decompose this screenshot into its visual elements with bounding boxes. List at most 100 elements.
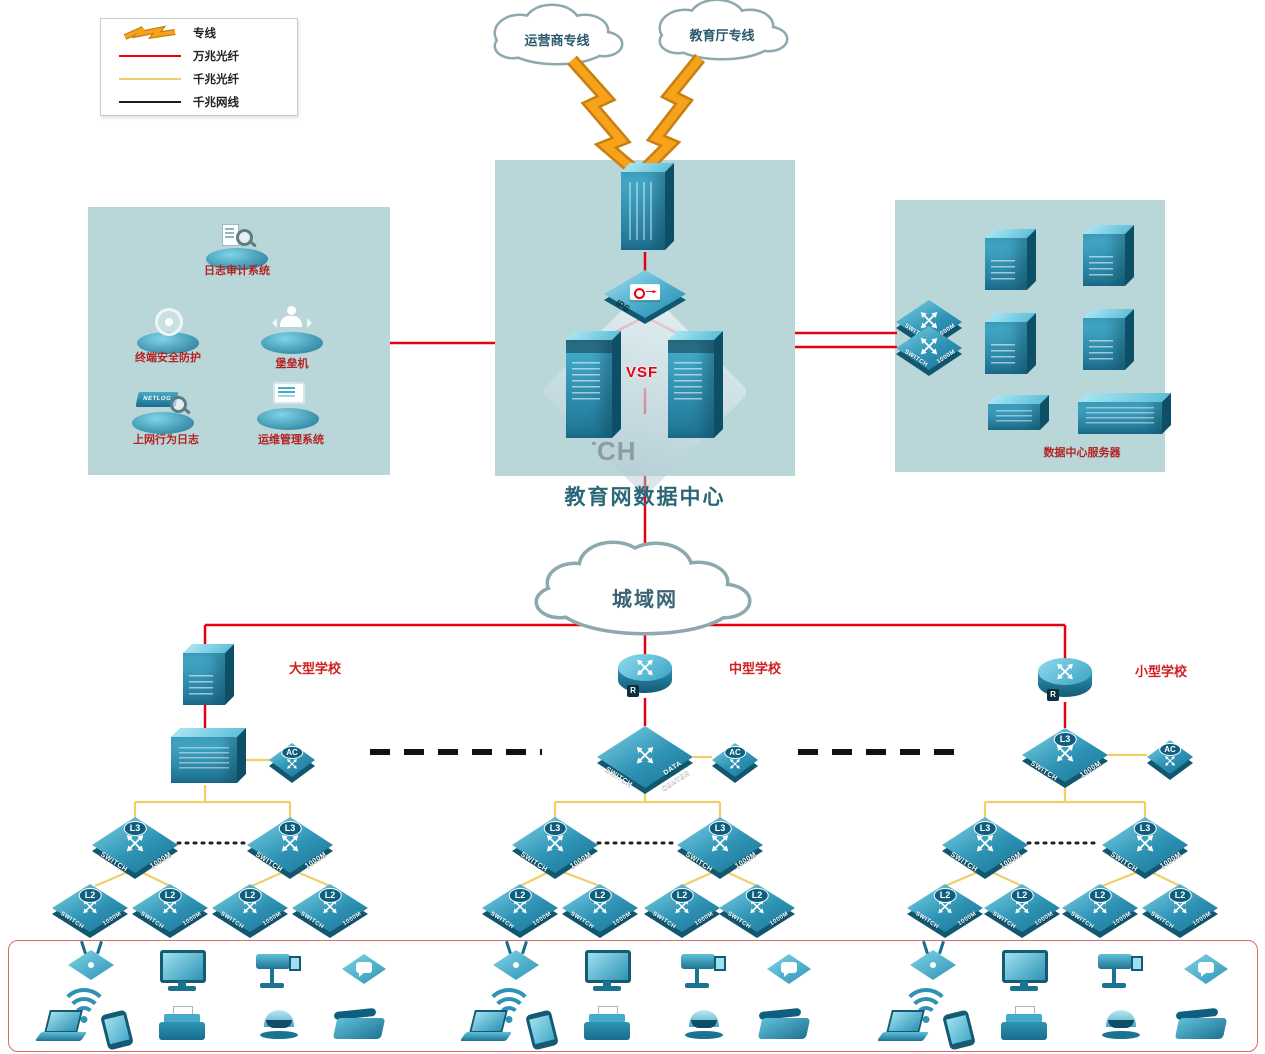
dome-camera-icon	[260, 1008, 298, 1042]
messaging-device-icon	[342, 954, 386, 984]
switch-badge: L2	[588, 888, 612, 903]
smartphone-icon	[100, 1009, 134, 1050]
dome-camera-icon	[685, 1008, 723, 1042]
lightning-legend-icon	[123, 24, 176, 40]
antenna-icon	[95, 940, 102, 955]
endpoint-group	[30, 940, 430, 1050]
core-switch-server-right	[668, 340, 714, 438]
legend-label: 万兆光纤	[193, 50, 239, 63]
desktop-monitor-icon	[158, 950, 206, 992]
wifi-arc	[59, 988, 109, 1038]
camera-pole	[1112, 969, 1116, 983]
speech-bubble-icon	[1198, 962, 1214, 977]
camera-pole	[270, 969, 274, 983]
dome-camera-icon	[1102, 1008, 1140, 1042]
ap-led	[513, 962, 519, 968]
shield-ring-icon	[155, 308, 183, 336]
small-school-router: R	[1038, 658, 1092, 702]
switch-badge: L3	[973, 821, 997, 836]
switch-badge: L2	[745, 888, 769, 903]
ptz-camera-icon	[1094, 950, 1148, 992]
dome-visor	[691, 1020, 717, 1028]
firewall-vents	[179, 747, 229, 769]
crossing-arrows-icon	[286, 757, 299, 770]
camera-base	[685, 983, 709, 988]
education-cloud-label: 教育厅专线	[689, 28, 755, 43]
switch-badge: L2	[508, 888, 532, 903]
wifi-arc	[908, 997, 944, 1033]
dome-visor	[266, 1020, 292, 1028]
dc-server-2	[1083, 234, 1125, 286]
wifi-arc	[484, 988, 534, 1038]
icon-pedestal	[137, 332, 199, 354]
camera-pole	[695, 969, 699, 983]
large-school-label: 大型学校	[288, 661, 341, 676]
medium-school-ac-controller: AC	[712, 743, 758, 783]
wifi-dot	[505, 1016, 513, 1023]
large-school-firewall	[171, 737, 237, 783]
printer-icon	[1000, 1006, 1050, 1044]
switch-badge: L2	[158, 888, 182, 903]
wifi-signal-icon	[59, 988, 109, 1026]
wireless-ap-icon	[910, 940, 956, 980]
person-icon	[287, 306, 296, 315]
operator-cloud	[493, 3, 624, 66]
1g-cable-line-sample	[119, 100, 181, 103]
camera-lens	[714, 956, 726, 971]
ap-led	[88, 962, 94, 968]
smartphone-icon	[525, 1009, 559, 1050]
small-school-label: 小型学校	[1134, 664, 1187, 679]
monitor-neck	[178, 981, 186, 986]
switch-badge: L2	[1010, 888, 1034, 903]
monitor-neck	[1020, 981, 1028, 986]
speech-bubble-icon	[356, 962, 372, 977]
dome-visor	[1108, 1020, 1134, 1028]
core-switch-server-left	[566, 340, 612, 438]
data-center-title: 教育网数据中心	[564, 484, 726, 509]
wifi-arc	[498, 1006, 520, 1028]
wifi-arc	[915, 1006, 937, 1028]
laptop-screen	[886, 1010, 925, 1033]
switch-badge: L2	[933, 888, 957, 903]
router-badge: R	[1047, 689, 1059, 701]
wireless-ap-icon	[493, 940, 539, 980]
server-vents	[1089, 340, 1113, 362]
wireless-ap-icon	[68, 940, 114, 980]
server-vents	[572, 362, 600, 404]
icon-pedestal	[257, 408, 319, 430]
switch-badge: L3	[278, 821, 302, 836]
crossing-arrows-icon	[729, 757, 742, 770]
monitor-screen	[160, 950, 206, 983]
firewall-vents	[629, 182, 657, 240]
medium-school-label: 中型学校	[728, 661, 781, 676]
desk-phone-icon	[332, 1007, 386, 1044]
icon-pedestal	[132, 412, 194, 434]
laptop-keyboard	[876, 1032, 930, 1041]
laptop-screen	[44, 1010, 83, 1033]
laptop-icon	[34, 1010, 88, 1044]
wifi-signal-icon	[484, 988, 534, 1028]
dome-base	[260, 1031, 298, 1039]
desktop-monitor-icon	[583, 950, 631, 992]
dc-rack-unit	[1078, 402, 1162, 434]
vsf-label: VSF	[626, 364, 659, 381]
ptz-camera-icon	[677, 950, 731, 992]
camera-lens	[289, 956, 301, 971]
storage-vents	[996, 410, 1032, 424]
laptop-screen	[469, 1010, 508, 1033]
switch-badge: L2	[238, 888, 262, 903]
phone-screen	[104, 1014, 130, 1045]
switch-badge: L2	[1168, 888, 1192, 903]
messaging-device-icon	[767, 954, 811, 984]
icon-pedestal	[261, 332, 323, 354]
ptz-camera-icon	[252, 950, 306, 992]
